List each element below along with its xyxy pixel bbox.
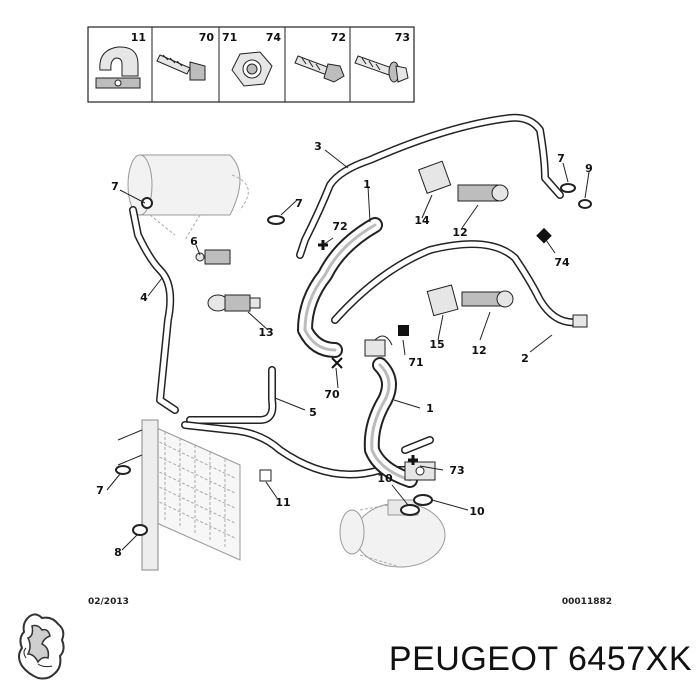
callout-labels: 7 4 7 6 13 3 1 72 14 12 7 9 74 15 12 2 7…	[96, 140, 593, 559]
condenser-ghost	[117, 419, 241, 571]
legend-header-74: 74	[266, 31, 282, 44]
pipe-2	[331, 240, 588, 328]
callout-9: 9	[585, 162, 593, 175]
legend-header-71: 71	[222, 31, 237, 44]
callout-1: 1	[363, 178, 371, 191]
bracket-73	[404, 461, 436, 481]
pressure-switch-13	[207, 294, 261, 312]
bolt-icon	[294, 55, 345, 83]
callout-7: 7	[557, 152, 565, 165]
callout-7: 7	[96, 484, 104, 497]
callout-1: 1	[426, 402, 434, 415]
peugeot-lion-logo	[18, 613, 65, 680]
callout-3: 3	[314, 140, 322, 153]
hex-nut-icon	[231, 51, 273, 87]
receiver-dryer-ghost	[127, 154, 249, 241]
flange-bolt-icon	[354, 55, 409, 83]
pipe-5	[181, 366, 424, 479]
marker-11	[259, 469, 272, 482]
marker-70	[331, 357, 343, 369]
bracket-71	[364, 335, 393, 357]
callout-74: 74	[554, 256, 570, 269]
callout-10: 10	[469, 505, 485, 518]
marker-73	[408, 455, 418, 465]
legend-header-73: 73	[395, 31, 410, 44]
brand-part-number: PEUGEOT 6457XK	[388, 640, 692, 678]
marker-74	[536, 227, 552, 244]
callout-10: 10	[377, 472, 393, 485]
diagram-reference: 00011882	[562, 597, 612, 607]
callout-12: 12	[471, 344, 486, 357]
callout-11: 11	[275, 496, 290, 509]
callout-2: 2	[521, 352, 529, 365]
marker-71	[398, 325, 409, 336]
sensor-6	[195, 249, 231, 265]
callout-14: 14	[414, 214, 430, 227]
hose-1-lower	[363, 357, 434, 488]
callout-71: 71	[408, 356, 423, 369]
legend-header-11: 11	[131, 31, 146, 44]
valve-15	[426, 284, 514, 317]
callout-5: 5	[309, 406, 317, 419]
callout-4: 4	[140, 291, 148, 304]
callout-13: 13	[258, 326, 273, 339]
bolt-clip-icon	[156, 54, 206, 81]
fastener-legend: 11 70 71 74 72 73	[87, 26, 415, 103]
legend-header-70: 70	[199, 31, 215, 44]
legend-header-72: 72	[331, 31, 346, 44]
pipe-clip-icon	[95, 46, 141, 89]
callout-8: 8	[114, 546, 122, 559]
callout-73: 73	[449, 464, 464, 477]
callout-12: 12	[452, 226, 467, 239]
callout-72: 72	[332, 220, 347, 233]
pipe-3	[296, 113, 564, 259]
callout-70: 70	[324, 388, 340, 401]
pipe-4	[129, 206, 179, 414]
callout-7: 7	[295, 197, 303, 210]
hose-1-upper	[297, 217, 383, 358]
diagram-date: 02/2013	[88, 597, 129, 607]
symbol-markers	[259, 227, 552, 482]
leader-lines	[106, 149, 590, 551]
callout-7: 7	[111, 180, 119, 193]
valve-14	[417, 160, 509, 202]
callout-6: 6	[190, 235, 198, 248]
compressor-ghost	[339, 499, 446, 568]
callout-15: 15	[429, 338, 444, 351]
